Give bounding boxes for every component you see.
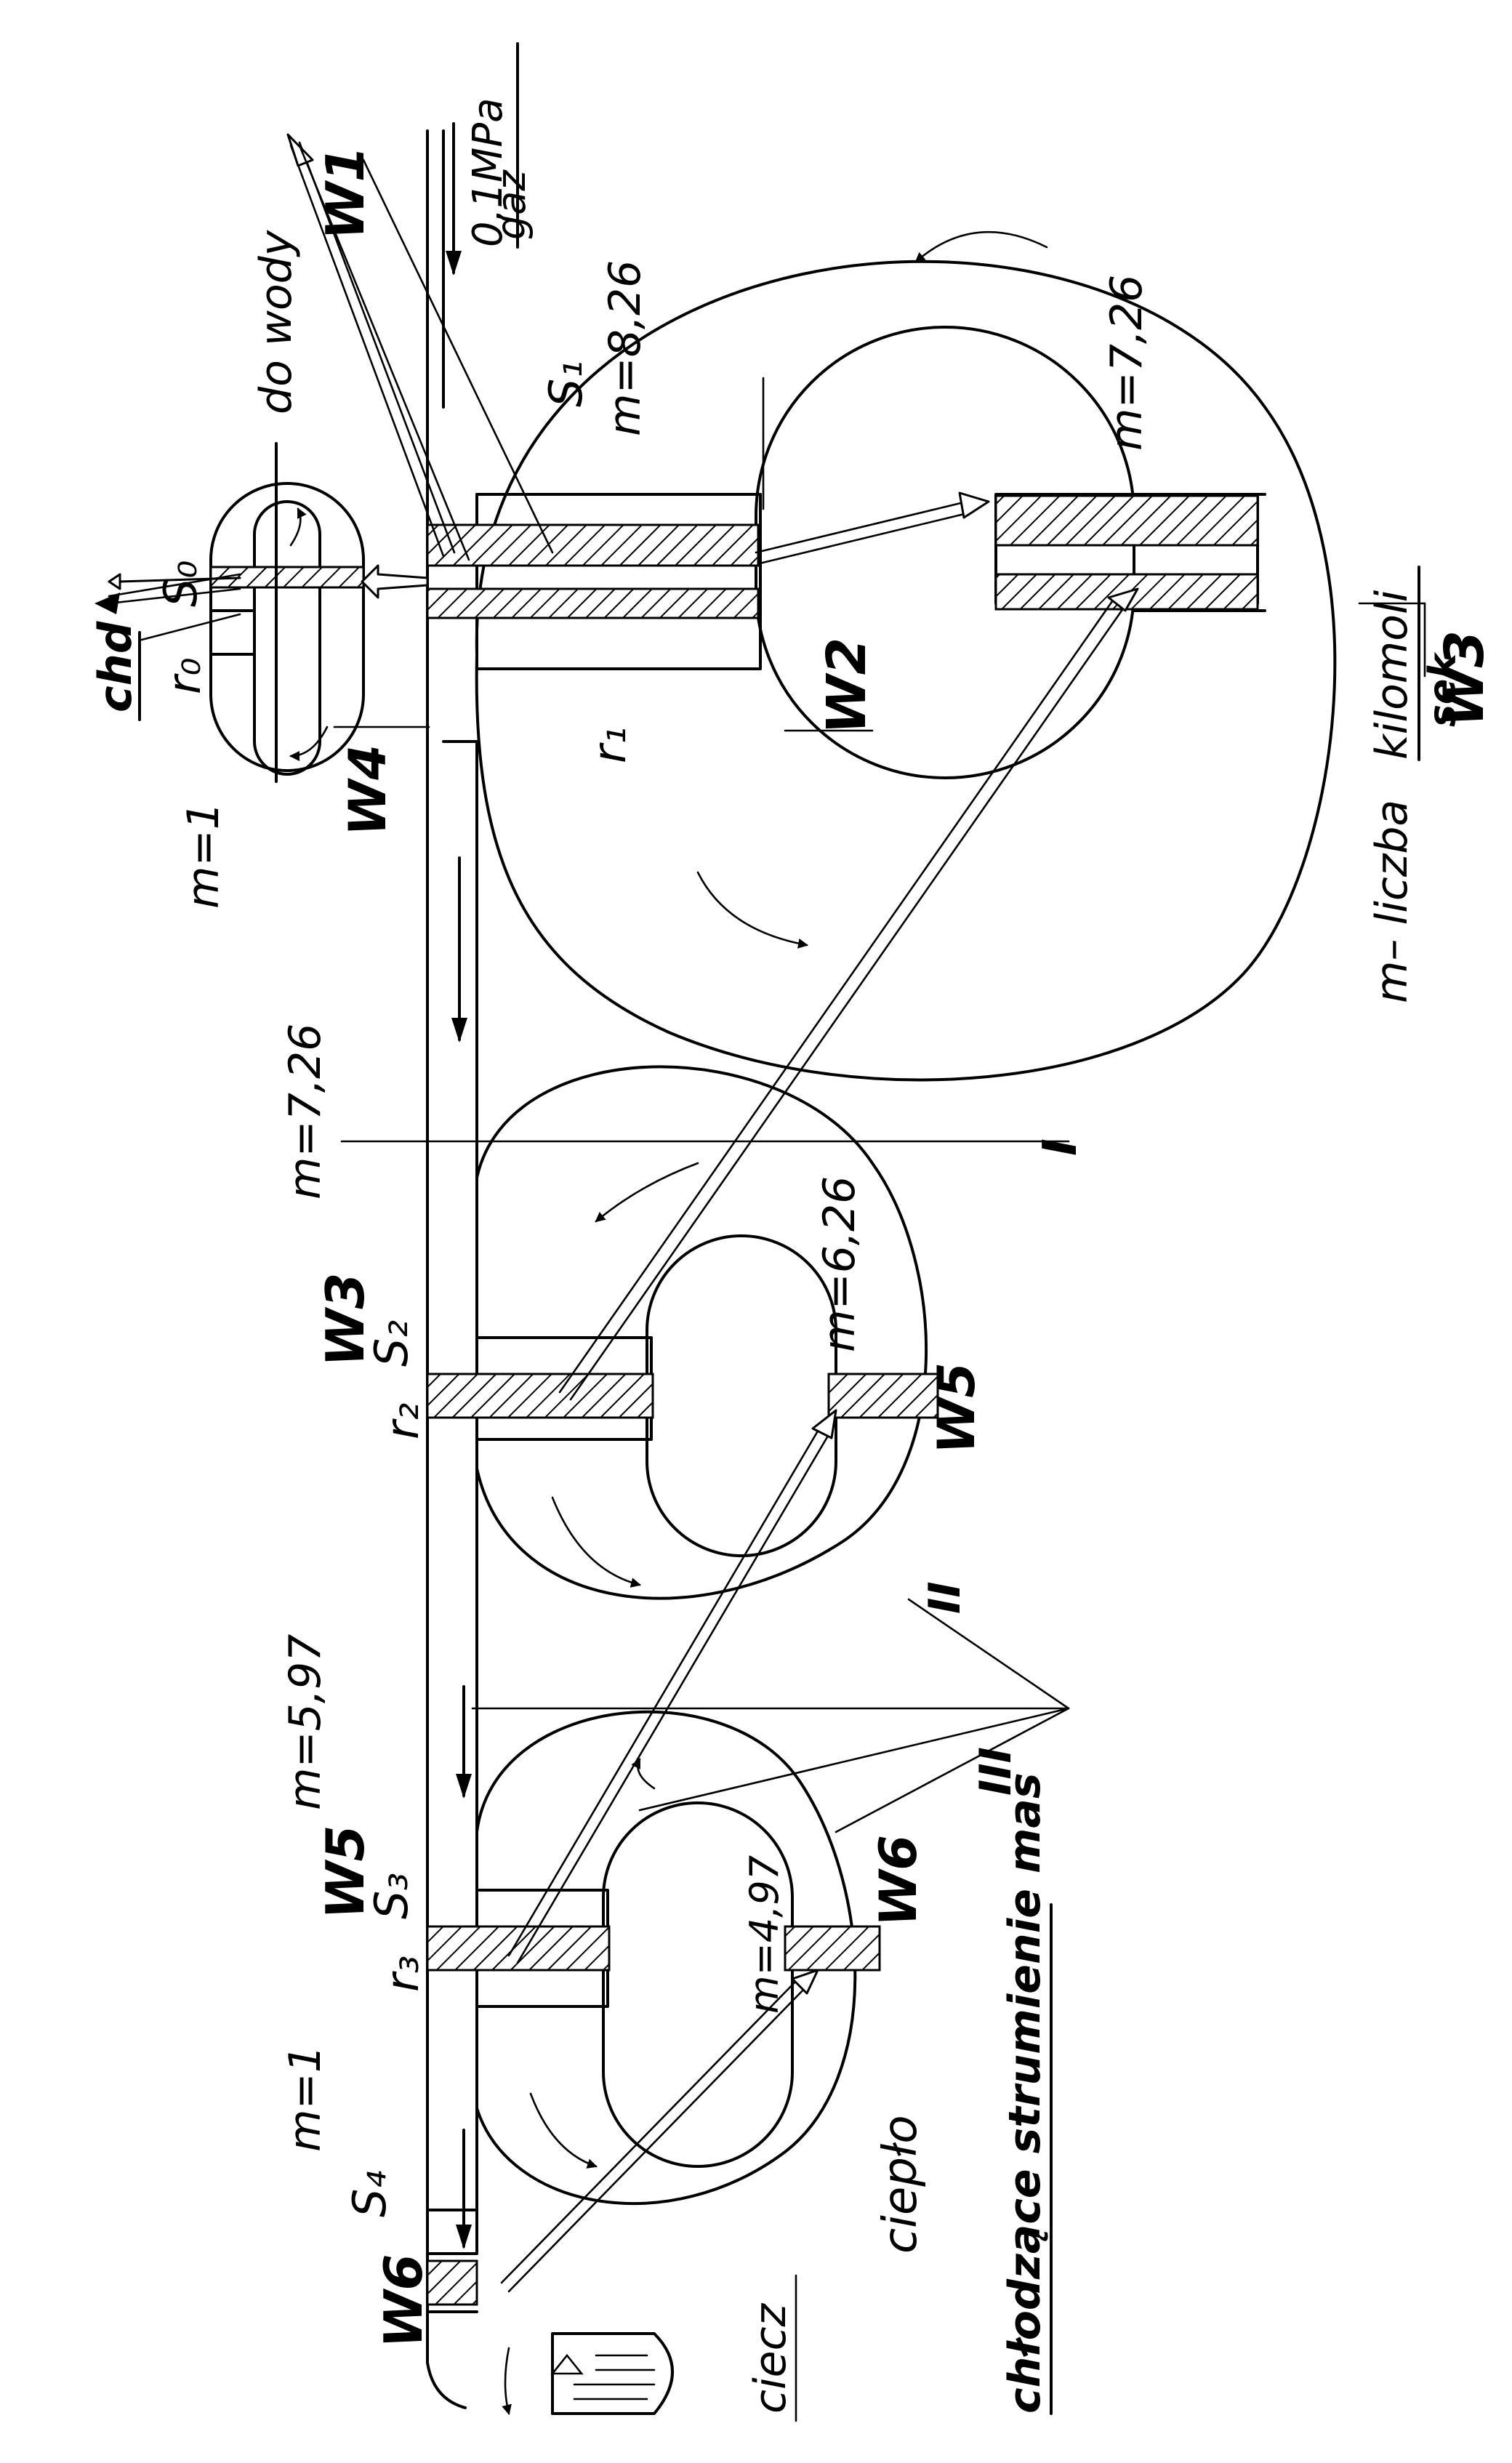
mass-S3: m=5,97 <box>280 1634 331 1810</box>
liquid-label: ciecz <box>745 2302 796 2414</box>
bottom-outlet <box>426 2209 478 2313</box>
legend-unit-numerator: kilomoli <box>1367 590 1418 760</box>
label-W1: W1 <box>315 145 376 240</box>
stage-3-hatched-bar-b <box>784 1925 881 1972</box>
stage-3-label: III <box>970 1747 1021 1796</box>
mass-bottom: m=1 <box>280 2045 331 2152</box>
label-W3-stage2: W3 <box>315 1272 376 1367</box>
liquid-vessel <box>550 2332 674 2415</box>
label-W3-stage1: W3 <box>1433 630 1496 727</box>
stage-3-hatched-bar-a <box>426 1925 611 1972</box>
stage-1-hatched-bar-b <box>426 587 760 619</box>
label-W6-stage3: W6 <box>869 1835 928 1926</box>
label-W4: W4 <box>338 744 398 836</box>
label-S0: S₀ <box>154 560 207 607</box>
w4-feed-arrow <box>361 564 429 599</box>
stage-2-loop <box>426 1065 939 1600</box>
label-r1: r₁ <box>583 727 636 763</box>
gas-label: gaz <box>488 169 534 240</box>
legend-text: m– liczba <box>1367 800 1418 1003</box>
main-pipe <box>426 129 478 2409</box>
stage-2-hatched-bar-b <box>827 1373 939 1419</box>
stage-2-label: II <box>920 1581 970 1614</box>
mass-loop-1: m=7,26 <box>1101 275 1152 451</box>
label-r3: r₃ <box>376 1956 429 1992</box>
label-W6-bottom: W6 <box>373 2254 434 2348</box>
small-loop-outlets <box>94 442 278 783</box>
stage-2-hatched-bar-a <box>426 1373 654 1419</box>
stage-1-label: I <box>1034 1138 1087 1156</box>
pressure-label: 0,1MPa <box>465 98 512 247</box>
heat-transfer-arrows <box>286 133 1139 2293</box>
label-W2: W2 <box>816 638 878 734</box>
mass-S2: m=7,26 <box>280 1024 331 1200</box>
do-wody-label: do wody <box>251 229 302 414</box>
label-r0: r₀ <box>158 658 211 694</box>
flow-arrows <box>446 122 512 2415</box>
label-r2: r₂ <box>376 1403 429 1439</box>
stage-1-loop <box>426 230 1337 1082</box>
label-W5-stage2: W5 <box>927 1362 986 1454</box>
label-S1: S₁ <box>539 361 592 407</box>
stage-3-loop <box>426 1710 881 2206</box>
cooling-masses-label: chłodzące strumienie mas <box>1000 1772 1050 2414</box>
mass-loop-2: m=6,26 <box>814 1176 865 1352</box>
label-S3: S₃ <box>365 1873 418 1919</box>
chd-label: chd <box>89 621 142 712</box>
label-S4: S₄ <box>343 2171 396 2217</box>
bottom-hatched-bar <box>426 2259 478 2306</box>
heat-label: ciepło <box>874 2116 928 2254</box>
stage-1-hatched-bar-c <box>994 494 1259 547</box>
stage-1-hatched-bar-a <box>426 523 760 567</box>
label-S2: S₂ <box>365 1320 418 1367</box>
leader-lines <box>333 158 1426 1833</box>
label-W5-stage3: W5 <box>315 1825 376 1919</box>
mass-small-loop: m=1 <box>178 802 229 909</box>
mass-S1: m=8,26 <box>600 260 651 436</box>
small-separator-loop <box>209 482 365 776</box>
legend-unit-denominator: sek <box>1421 651 1465 727</box>
mass-loop-3: m=4,97 <box>741 1855 787 2014</box>
